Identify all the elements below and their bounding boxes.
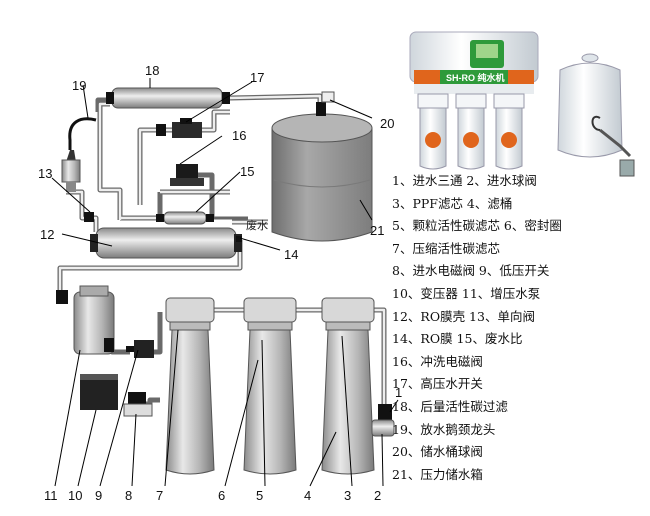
parts-legend: 1、进水三通 2、进水球阀 3、PPF滤芯 4、滤桶 5、颗粒活性碳滤芯 6、密… [392, 170, 650, 486]
filter-housing-granular-carbon [243, 297, 297, 475]
legend-row: 16、冲洗电磁阀 [392, 353, 483, 369]
high-pressure-switch [156, 118, 202, 138]
callout-4: 4 [304, 488, 311, 503]
callout-5: 5 [256, 488, 263, 503]
post-carbon-filter [106, 87, 230, 109]
check-valve [84, 212, 94, 222]
pressure-tank [271, 91, 373, 242]
legend-row: 3、PPF滤芯 4、滤桶 [392, 195, 513, 211]
unit-faucet [591, 115, 635, 177]
callout-17: 17 [250, 70, 264, 85]
legend-row: 12、RO膜壳 13、单向阀 [392, 308, 535, 324]
unit-brand-label: SH-RO 纯水机 [446, 72, 505, 83]
leader-lines [51, 78, 399, 487]
waste-water-ratio [156, 211, 248, 225]
filter-housing-compressed-carbon [165, 297, 215, 475]
legend-row: 7、压缩活性碳滤芯 [392, 240, 500, 256]
legend-row: 8、进水电磁阀 9、低压开关 [392, 263, 550, 279]
filter-housing-ppf [321, 297, 375, 475]
callout-20: 20 [380, 116, 394, 131]
waste-water-label: 废水 [246, 218, 268, 232]
booster-pump [56, 285, 115, 355]
callout-11: 11 [44, 488, 58, 503]
transformer [80, 374, 118, 410]
legend-row: 10、变压器 11、增压水泵 [392, 285, 541, 301]
callout-15: 15 [240, 164, 254, 179]
legend-row: 1、进水三通 2、进水球阀 [392, 173, 537, 188]
tubing-light [58, 94, 386, 404]
gooseneck-faucet [61, 117, 97, 192]
ro-membrane-housing [90, 227, 242, 259]
legend-row: 14、RO膜 15、废水比 [392, 331, 523, 347]
ro-unit-photo: SH-RO 纯水机 [409, 31, 635, 177]
callout-7: 7 [156, 488, 163, 503]
low-pressure-switch [126, 340, 154, 358]
callout-1: 1 [395, 385, 402, 400]
callout-21: 21 [370, 223, 384, 238]
legend-row: 19、放水鹅颈龙头 [392, 421, 496, 437]
legend-row: 21、压力储水箱 [392, 466, 483, 482]
unit-filter-3 [493, 93, 525, 170]
callout-19: 19 [72, 78, 86, 93]
legend-row: 17、高压水开关 [392, 376, 483, 392]
callout-numbers: 1 2 3 4 5 6 7 8 9 10 11 12 13 14 15 16 1… [38, 63, 402, 503]
legend-row: 18、后量活性碳过滤 [392, 398, 508, 414]
callout-3: 3 [344, 488, 351, 503]
inlet-solenoid-valve [123, 392, 153, 417]
callout-12: 12 [40, 227, 54, 242]
unit-filter-2 [455, 93, 487, 170]
unit-filter-1 [417, 93, 449, 170]
callout-6: 6 [218, 488, 225, 503]
callout-16: 16 [232, 128, 246, 143]
callout-18: 18 [145, 63, 159, 78]
callout-9: 9 [95, 488, 102, 503]
callout-2: 2 [374, 488, 381, 503]
callout-14: 14 [284, 247, 298, 262]
legend-row: 5、颗粒活性碳滤芯 6、密封圈 [392, 218, 562, 234]
inlet-ball-valve [371, 419, 395, 437]
legend-row: 20、储水桶球阀 [392, 444, 483, 460]
callout-13: 13 [38, 166, 52, 181]
callout-8: 8 [125, 488, 132, 503]
inlet-tee [378, 404, 392, 420]
flush-solenoid-valve [170, 164, 204, 186]
callout-10: 10 [68, 488, 82, 503]
